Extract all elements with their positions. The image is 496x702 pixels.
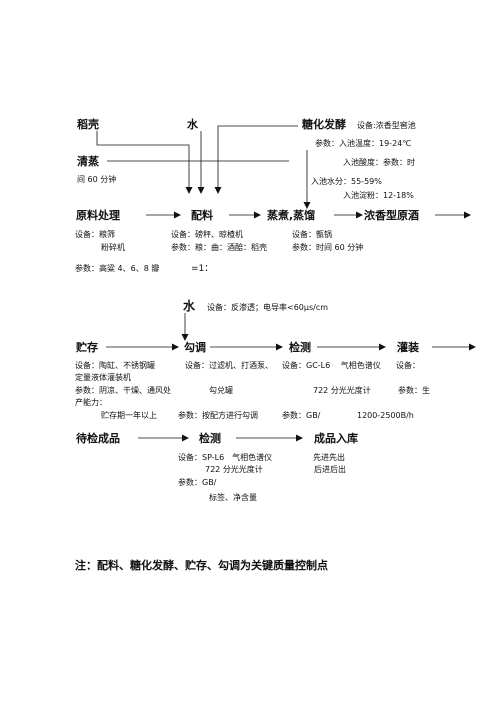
node-water-2: 水 [183,299,196,313]
stage-mixing: 配料 [191,209,213,222]
stage-warehouse: 成品入库 [314,432,358,445]
equip-test: 设备：GC-L6 气相色谱仪 [282,361,381,370]
blend-tank: 勾兑罐 [209,386,233,395]
param-prod: 参数：生 [398,386,430,395]
stage-steam-distill: 蒸煮,蒸馏 [267,209,316,222]
fifo: 先进先出 [313,453,345,462]
capacity: 1200-2500B/h [357,411,414,420]
stage-final-test: 检测 [199,432,221,445]
param-moisture: 入池水分：55-59% [311,177,382,186]
spectrophotometer: 722 分光光度计 [313,386,371,395]
equip-fill-2: 定量液体灌装机 [75,373,131,382]
equip-steam: 设备：甑锅 [292,230,332,239]
final-param-gb: 参数：GB/ [178,478,217,487]
mix-ratio: =1： [191,264,214,274]
node-water: 水 [187,118,198,131]
node-saccharification: 糖化发酵 [302,118,346,131]
sacch-equipment: 设备:浓香型窖池 [357,121,416,130]
equip-raw: 设备：粮筛 [75,230,115,239]
label-net-content: 标签、净含量 [209,493,257,502]
stage-raw-liquor: 浓香型原酒 [364,209,419,222]
stage-blending: 勾调 [184,341,206,354]
steam-time: 间 60 分钟 [77,175,117,184]
stage-raw-processing: 原料处理 [76,209,120,222]
param-raw: 参数：高粱 4、6、8 瓣 [75,264,160,273]
store-period: 贮存期一年以上 [101,411,157,420]
water2-desc: 设备：反渗透；电导率<60μs/cm [207,303,329,312]
param-blend: 参数：按配方进行勾调 [178,411,258,420]
final-equip-test: 设备：SP-L6 气相色谱仪 [178,453,273,462]
param-acidity: 入池酸度：参数：时 [343,158,415,167]
lifo: 后进后出 [314,465,346,474]
equip-blend: 设备：过滤机、打酒泵、 [185,361,273,370]
stage-storage: 贮存 [76,341,98,354]
equip-raw-2: 粉碎机 [101,243,125,252]
equip-store: 设备：陶缸、不锈钢罐 [75,361,155,370]
equip-mix: 设备：磅秤、晾楂机 [171,230,243,239]
param-temp: 参数：入池温度：19-24℃ [315,139,412,148]
param-mix: 参数：粮：曲：酒醅：稻壳 [171,243,267,252]
equip-fill: 设备： [396,361,420,370]
param-store: 参数：阴凉、干燥、通风处 [75,386,171,395]
line-ferment-to-peiliao [214,125,298,194]
param-prod-2: 产能力： [75,398,107,407]
stage-testing: 检测 [289,341,311,354]
footnote: 注：配料、糖化发酵、贮存、勾调为关键质量控制点 [75,559,328,572]
line-husk-down [96,131,193,194]
param-steam: 参数：时间 60 分钟 [292,243,364,252]
stage-pending-product: 待检成品 [76,432,120,445]
param-starch: 入池淀粉：12-18% [343,191,414,200]
final-spectro: 722 分光光度计 [205,465,263,474]
node-steam: 清蒸 [77,155,99,168]
param-gb: 参数：GB/ [282,411,321,420]
stage-filling: 灌装 [397,341,419,354]
node-husk: 稻壳 [77,118,99,131]
